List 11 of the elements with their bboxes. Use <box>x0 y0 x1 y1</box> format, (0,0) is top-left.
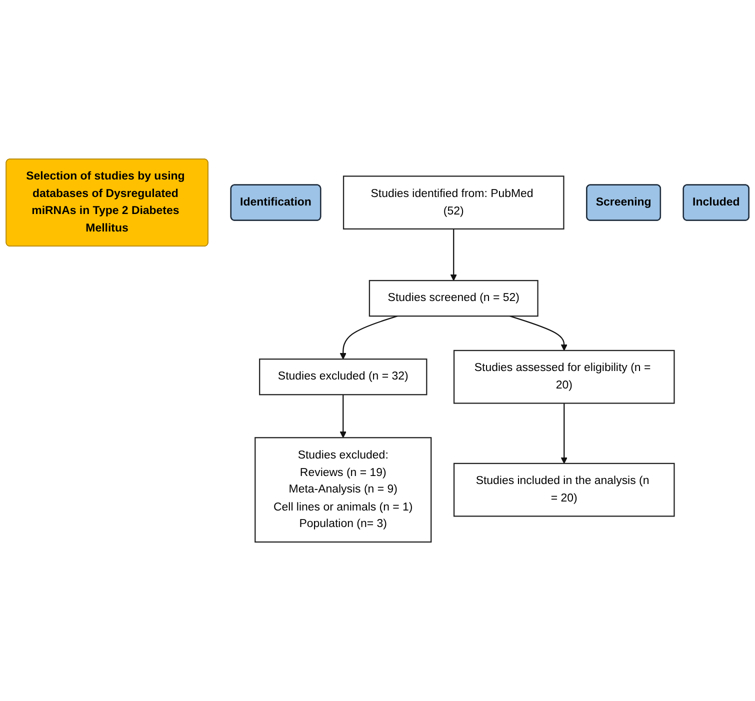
arrow <box>510 316 568 351</box>
node-box: Studies excluded: Reviews (n = 19) Meta-Analysis (n = 9) Cell lines or animals (n = 1) Population (n= 3) <box>254 437 432 543</box>
arrow <box>340 394 346 438</box>
node-box: Studies assessed for eligibility (n = 20) <box>453 350 675 404</box>
node-box: Studies screened (n = 52) <box>368 280 538 317</box>
arrow <box>340 316 398 360</box>
arrow <box>450 228 457 281</box>
node-box: Studies included in the analysis (n = 20) <box>453 462 675 517</box>
node-box: Studies excluded (n = 32) <box>259 358 428 396</box>
node-box: Studies identified from: PubMed (52) <box>342 176 564 230</box>
arrow <box>560 403 568 464</box>
